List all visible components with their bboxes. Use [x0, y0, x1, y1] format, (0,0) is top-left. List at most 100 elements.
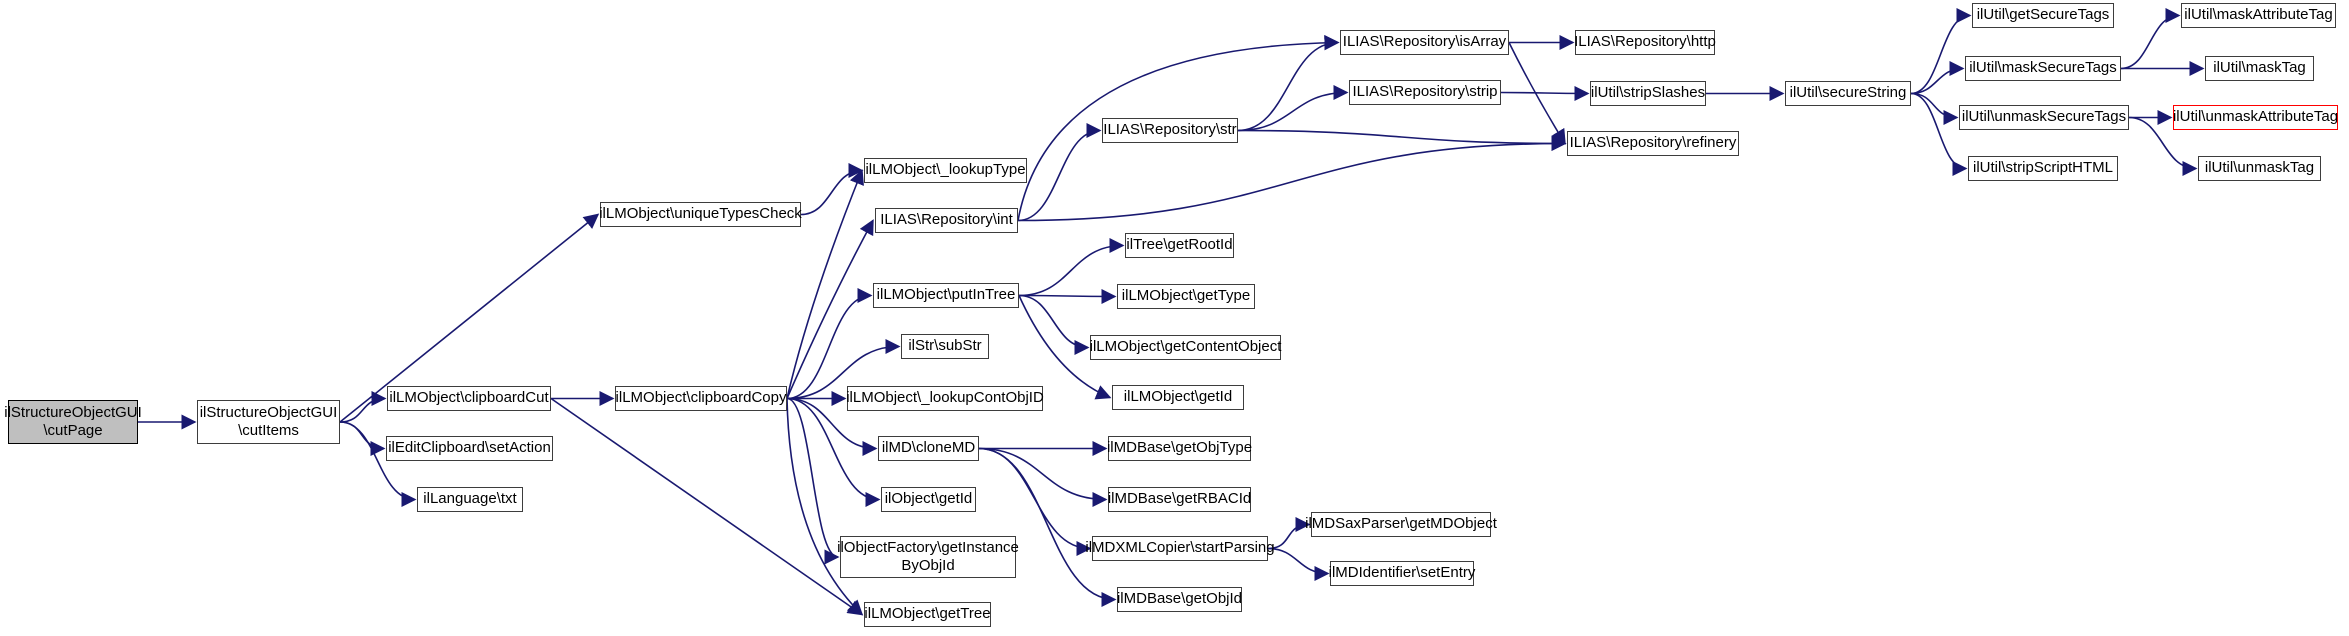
node-uniqueTypesCheck[interactable]: ilLMObject\uniqueTypesCheck [599, 202, 802, 227]
node-isArray[interactable]: ILIAS\Repository\isArray [1340, 30, 1509, 55]
node-stripScriptHTML[interactable]: ilUtil\stripScriptHTML [1968, 156, 2118, 181]
node-strip[interactable]: ILIAS\Repository\strip [1349, 80, 1501, 105]
node-getRBACId[interactable]: ilMDBase\getRBACId [1108, 487, 1251, 512]
node-clipboardCopy[interactable]: ilLMObject\clipboardCopy [615, 386, 787, 411]
node-label: ilLMObject\clipboardCut [389, 389, 549, 407]
edge-cutItems-to-txt [339, 421, 417, 508]
node-label: ILIAS\Repository\int [880, 211, 1013, 229]
node-label: ilLMObject\putInTree [876, 286, 1016, 304]
node-label: ilUtil\unmaskSecureTags [1961, 108, 2127, 126]
edge-clipboardCopy-to-int [786, 219, 874, 399]
edge-maskSecureTags-to-maskAttributeTag [2120, 7, 2181, 70]
node-getContentObject[interactable]: ilLMObject\getContentObject [1090, 335, 1281, 360]
edge-str-to-isArray [1237, 34, 1340, 132]
node-label: ilLMObject\getContentObject [1089, 338, 1282, 356]
node-label: ilUtil\secureString [1789, 84, 1907, 102]
node-label: ilStructureObjectGUI [4, 403, 142, 421]
node-putInTree[interactable]: ilLMObject\putInTree [873, 283, 1019, 308]
edge-startParsing-to-getMDObject [1267, 516, 1311, 550]
edge-cutItems-to-setAction [339, 421, 386, 457]
node-label: ByObjId [901, 557, 955, 574]
node-label: ilStructureObjectGUI [199, 403, 338, 421]
node-str[interactable]: ILIAS\Repository\str [1102, 118, 1238, 143]
node-label: ilLMObject\clipboardCopy [615, 389, 787, 407]
edge-secureString-to-maskSecureTags [1910, 60, 1965, 95]
edge-clipboardCopy-to-objGetId [786, 397, 881, 508]
node-maskSecureTags[interactable]: ilUtil\maskSecureTags [1965, 56, 2121, 81]
node-label: ilLMObject\getType [1121, 287, 1251, 305]
node-lookupContObjID[interactable]: ilLMObject\_lookupContObjID [846, 386, 1044, 411]
node-secureString[interactable]: ilUtil\secureString [1785, 81, 1911, 106]
node-label: ilLMObject\_lookupType [865, 161, 1026, 179]
node-startParsing[interactable]: ilMDXMLCopier\startParsing [1085, 536, 1275, 561]
node-label: ilUtil\maskSecureTags [1969, 59, 2117, 77]
node-unmaskSecureTags[interactable]: ilUtil\unmaskSecureTags [1959, 105, 2129, 130]
node-label: ilMD\cloneMD [881, 439, 976, 457]
node-label: ilObject\getId [884, 490, 973, 508]
node-label: ILIAS\Repository\str [1103, 121, 1237, 139]
node-clipboardCut[interactable]: ilLMObject\clipboardCut [387, 386, 551, 411]
edge-cutItems-to-clipboardCut [339, 390, 387, 423]
node-label: ilMDSaxParser\getMDObject [1305, 515, 1497, 533]
node-unmaskTag[interactable]: ilUtil\unmaskTag [2198, 156, 2321, 181]
node-label: ilMDIdentifier\setEntry [1328, 564, 1476, 582]
edge-cloneMD-to-getObjId [978, 447, 1117, 608]
edge-str-to-refinery [1237, 129, 1567, 152]
node-label: ilUtil\maskTag [2213, 59, 2306, 77]
node-cloneMD[interactable]: ilMD\cloneMD [878, 436, 979, 461]
edge-int-to-isArray [1017, 35, 1340, 221]
edge-unmaskSecureTags-to-unmaskTag [2128, 116, 2198, 177]
edge-putInTree-to-getRootId [1018, 237, 1125, 297]
edge-clipboardCut-to-getTree [550, 397, 864, 616]
node-label: ilUtil\stripSlashes [1590, 84, 1706, 102]
edge-clipboardCopy-to-getTree [786, 398, 864, 616]
node-refinery[interactable]: ILIAS\Repository\refinery [1567, 131, 1739, 156]
node-subStr[interactable]: ilStr\subStr [901, 334, 989, 359]
node-label: ilLMObject\_lookupContObjID [846, 389, 1044, 407]
node-getType[interactable]: ilLMObject\getType [1117, 284, 1255, 309]
node-stripSlashes[interactable]: ilUtil\stripSlashes [1590, 81, 1706, 106]
edge-clipboardCopy-to-getInstanceByObjId [786, 397, 840, 565]
edge-int-to-str [1017, 122, 1102, 222]
node-label: ilUtil\maskAttributeTag [2184, 6, 2333, 24]
node-setAction[interactable]: ilEditClipboard\setAction [386, 436, 553, 461]
node-label: ilLMObject\uniqueTypesCheck [599, 205, 802, 223]
node-lmGetId[interactable]: ilLMObject\getId [1112, 385, 1244, 410]
node-getRootId[interactable]: ilTree\getRootId [1125, 233, 1234, 258]
edge-secureString-to-unmaskSecureTags [1910, 92, 1959, 126]
node-getMDObject[interactable]: ilMDSaxParser\getMDObject [1305, 512, 1497, 537]
node-label: ilEditClipboard\setAction [388, 439, 551, 457]
node-cutItems[interactable]: ilStructureObjectGUI\cutItems [197, 400, 340, 444]
edge-str-to-strip [1237, 84, 1349, 132]
edge-strip-to-stripSlashes [1500, 85, 1590, 102]
node-lookupType[interactable]: ilLMObject\_lookupType [864, 158, 1027, 183]
node-getSecureTags[interactable]: ilUtil\getSecureTags [1972, 3, 2114, 28]
node-getObjType[interactable]: ilMDBase\getObjType [1107, 436, 1252, 461]
node-label: \cutItems [238, 422, 299, 439]
node-http[interactable]: ILIAS\Repository\http [1574, 30, 1716, 55]
edge-secureString-to-getSecureTags [1910, 7, 1972, 95]
node-int[interactable]: ILIAS\Repository\int [875, 208, 1018, 233]
node-txt[interactable]: ilLanguage\txt [417, 487, 523, 512]
node-unmaskAttributeTag[interactable]: ilUtil\unmaskAttributeTag [2173, 105, 2338, 130]
edge-clipboardCopy-to-lookupType [786, 169, 864, 399]
node-label: ILIAS\Repository\strip [1352, 83, 1498, 101]
node-cutPage[interactable]: ilStructureObjectGUI\cutPage [4, 400, 142, 444]
edge-startParsing-to-setEntry [1267, 547, 1330, 582]
node-label: ilUtil\unmaskTag [2204, 159, 2315, 177]
node-objGetId[interactable]: ilObject\getId [881, 487, 976, 512]
node-label: ilUtil\unmaskAttributeTag [2172, 108, 2339, 126]
node-label: ilMDBase\getRBACId [1107, 490, 1252, 508]
node-label: ilTree\getRootId [1126, 236, 1233, 254]
node-maskAttributeTag[interactable]: ilUtil\maskAttributeTag [2181, 3, 2336, 28]
node-getTree[interactable]: ilLMObject\getTree [864, 602, 991, 627]
node-setEntry[interactable]: ilMDIdentifier\setEntry [1328, 561, 1476, 586]
node-label: ilUtil\stripScriptHTML [1972, 159, 2113, 177]
node-maskTag[interactable]: ilUtil\maskTag [2205, 56, 2314, 81]
node-getObjId[interactable]: ilMDBase\getObjId [1117, 587, 1242, 612]
node-label: \cutPage [43, 422, 103, 439]
node-label: ILIAS\Repository\isArray [1342, 33, 1507, 51]
